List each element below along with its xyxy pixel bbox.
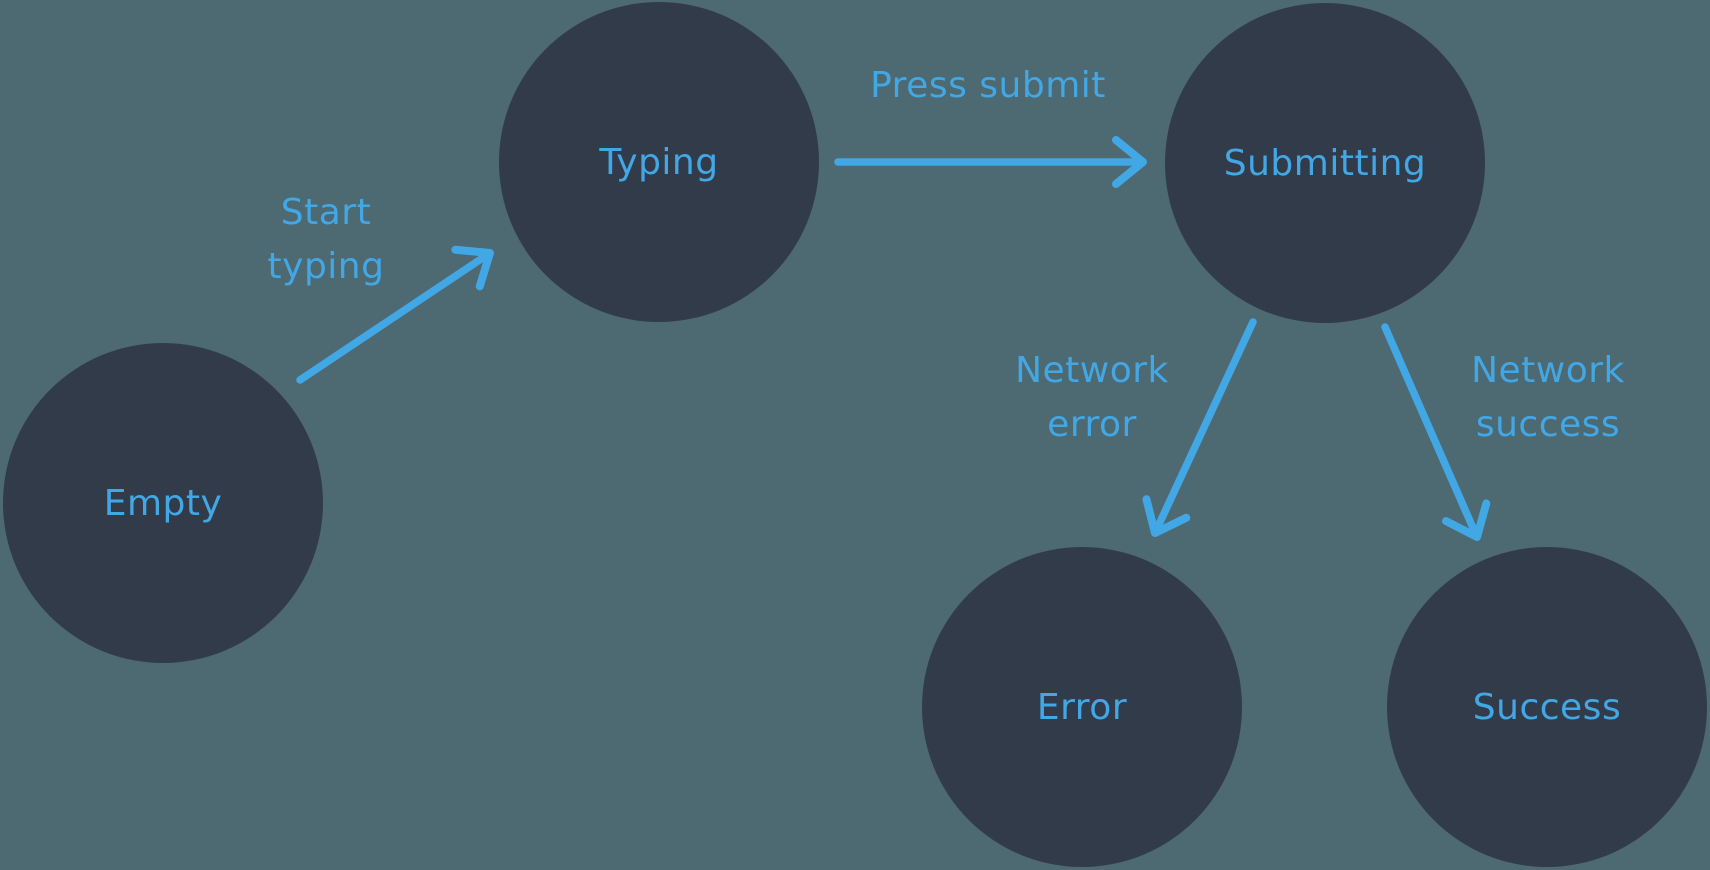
state-label-success: Success (1472, 686, 1622, 728)
state-node-success: Success (1387, 547, 1707, 867)
transition-label-line: Network (1471, 350, 1625, 391)
state-node-submitting: Submitting (1165, 3, 1485, 323)
arrow-network-error (1142, 318, 1257, 537)
transition-label-line: Press submit (870, 65, 1106, 106)
transition-label-network-success: Network success (1471, 344, 1625, 452)
transition-label-line: typing (267, 246, 385, 287)
state-label-typing: Typing (599, 141, 719, 183)
arrow-network-success (1381, 323, 1491, 541)
state-node-error: Error (922, 547, 1242, 867)
state-node-typing: Typing (499, 2, 819, 322)
transition-label-network-error: Network error (1015, 344, 1169, 452)
transition-label-line: success (1475, 404, 1621, 445)
state-label-submitting: Submitting (1223, 142, 1427, 184)
state-node-empty: Empty (3, 343, 323, 663)
state-label-empty: Empty (103, 482, 223, 524)
transition-label-line: Start (280, 192, 372, 233)
transition-label-start-typing: Start typing (268, 186, 385, 294)
state-label-error: Error (1036, 686, 1128, 728)
transition-label-line: Network (1015, 350, 1169, 391)
transition-label-line: error (1047, 404, 1137, 445)
transition-label-press-submit: Press submit (870, 59, 1106, 113)
